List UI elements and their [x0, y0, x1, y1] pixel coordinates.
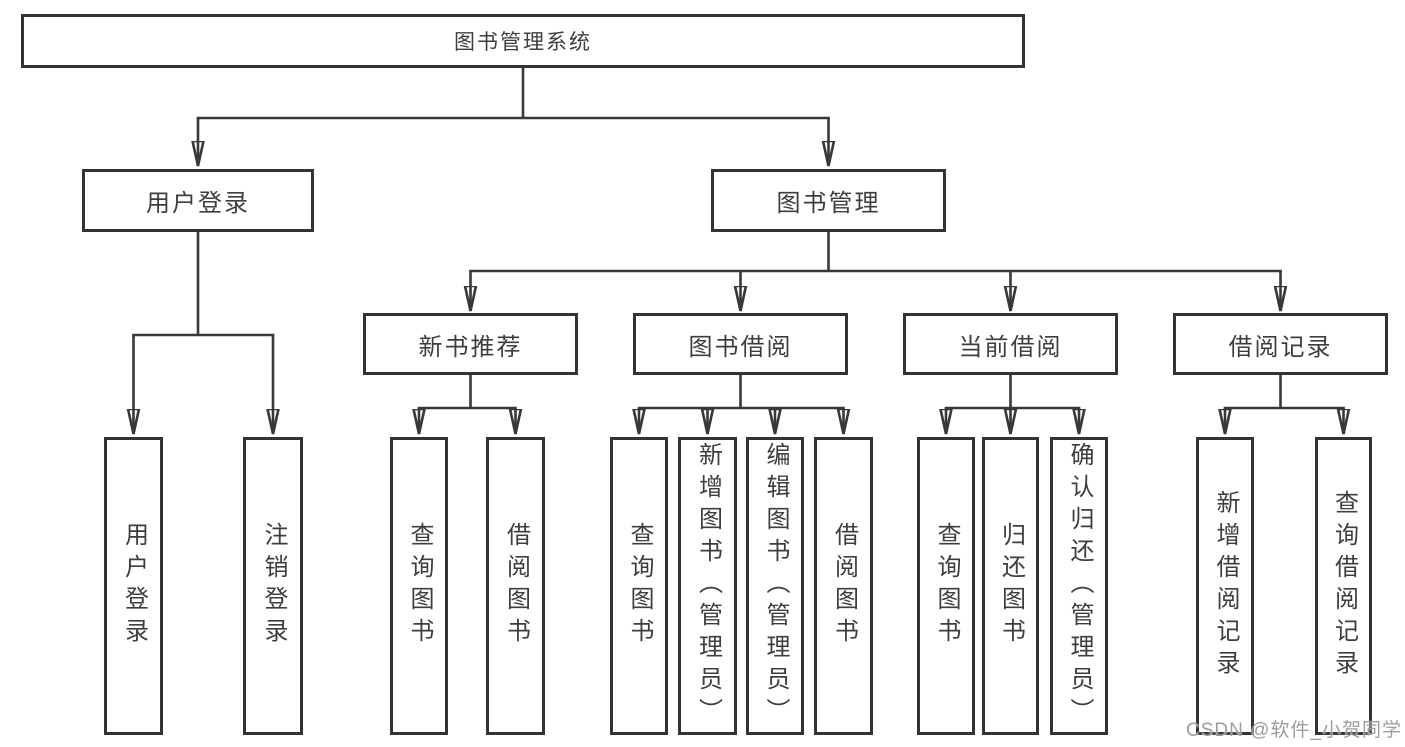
- connector-user-login-to-leaves: [134, 232, 274, 434]
- leaf-br-query-record-label: 查询借阅记录: [1330, 490, 1358, 682]
- leaf-bb-borrow-books: 借阅图书: [814, 437, 873, 735]
- node-user-login: 用户登录: [82, 169, 314, 232]
- leaf-bb-borrow-books-label: 借阅图书: [830, 522, 858, 650]
- leaf-cb-confirm-return-admin-label: 确认归还（管理员）: [1066, 442, 1093, 730]
- leaf-bb-add-books-admin-label: 新增图书（管理员）: [694, 442, 722, 730]
- node-book-borrow: 图书借阅: [633, 313, 848, 375]
- leaf-nbr-borrow-books: 借阅图书: [486, 437, 545, 735]
- node-book-management-label: 图书管理: [776, 190, 881, 217]
- leaf-cb-return-books-label: 归还图书: [997, 522, 1025, 650]
- node-borrow-records-label: 借阅记录: [1228, 333, 1333, 361]
- node-book-borrow-label: 图书借阅: [688, 333, 793, 361]
- node-borrow-records: 借阅记录: [1173, 313, 1388, 375]
- leaf-br-add-record-label: 新增借阅记录: [1212, 490, 1239, 682]
- leaf-cb-query-books: 查询图书: [917, 437, 975, 735]
- leaf-nbr-query-books-label: 查询图书: [406, 522, 433, 650]
- leaf-nbr-query-books: 查询图书: [390, 437, 448, 735]
- leaf-cb-return-books: 归还图书: [982, 437, 1039, 735]
- leaf-user-login-label: 用户登录: [120, 522, 148, 650]
- node-current-borrow-label: 当前借阅: [958, 333, 1063, 361]
- csdn-watermark: CSDN @软件_小贺同学: [1186, 720, 1402, 741]
- node-root: 图书管理系统: [21, 14, 1025, 68]
- connector-book-borrow-to-leaves: [639, 375, 844, 434]
- leaf-bb-add-books-admin: 新增图书（管理员）: [678, 437, 737, 735]
- leaf-bb-edit-books-admin-label: 编辑图书（管理员）: [762, 442, 789, 730]
- node-root-label: 图书管理系统: [454, 31, 592, 54]
- leaf-bb-edit-books-admin: 编辑图书（管理员）: [746, 437, 804, 735]
- leaf-user-login: 用户登录: [104, 437, 163, 735]
- leaf-br-query-record: 查询借阅记录: [1315, 437, 1372, 735]
- leaf-br-add-record: 新增借阅记录: [1196, 437, 1254, 735]
- connector-new-book-recommend-to-leaves: [419, 375, 516, 434]
- leaf-nbr-borrow-books-label: 借阅图书: [502, 522, 530, 650]
- connector-current-borrow-to-leaves: [946, 375, 1079, 434]
- connector-borrow-records-to-leaves: [1225, 375, 1344, 434]
- connector-root-to-level2: [198, 68, 829, 166]
- leaf-bb-query-books: 查询图书: [610, 437, 668, 735]
- leaf-cb-confirm-return-admin: 确认归还（管理员）: [1050, 437, 1108, 735]
- leaf-bb-query-books-label: 查询图书: [626, 522, 653, 650]
- node-new-book-recommend-label: 新书推荐: [418, 333, 523, 361]
- node-new-book-recommend: 新书推荐: [363, 313, 578, 375]
- node-current-borrow: 当前借阅: [903, 313, 1118, 375]
- connector-book-management-to-level3: [471, 232, 1281, 311]
- leaf-cb-query-books-label: 查询图书: [933, 522, 960, 650]
- leaf-logout: 注销登录: [243, 437, 303, 735]
- leaf-logout-label: 注销登录: [260, 522, 287, 650]
- node-user-login-label: 用户登录: [146, 190, 250, 217]
- node-book-management: 图书管理: [711, 169, 946, 232]
